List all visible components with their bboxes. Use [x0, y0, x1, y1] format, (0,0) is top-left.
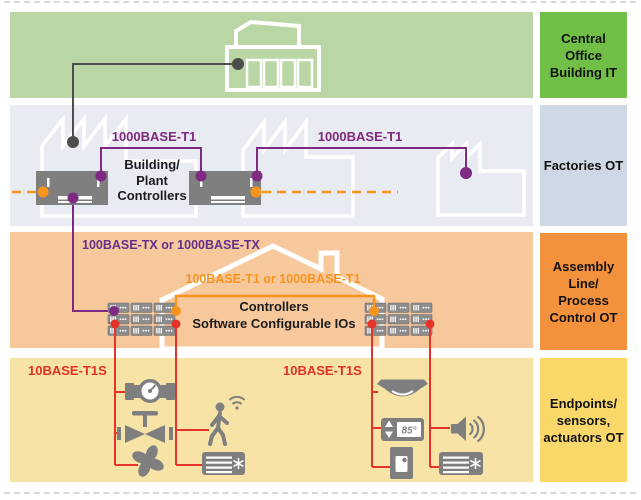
lane-label-endpoints: Endpoints/ sensors, actuators OT — [540, 358, 627, 482]
controllers-label: Controllers — [239, 299, 309, 314]
red-port-dot — [171, 319, 181, 329]
office-building-icon — [225, 19, 321, 92]
t1-link-left-line — [100, 147, 202, 176]
snowflake-icon — [233, 458, 244, 469]
fan-coil-icon-right — [439, 452, 483, 475]
factory-icon-left — [40, 113, 198, 218]
dark-node-dot — [67, 136, 79, 148]
purple-port-dot — [195, 170, 207, 182]
t1-link-right-line — [256, 147, 467, 176]
red-port-dot — [425, 319, 435, 329]
door-reader-icon — [390, 447, 413, 479]
purple-port-dot — [95, 170, 107, 182]
lane-label-assembly: Assembly Line/ Process Control OT — [540, 233, 627, 350]
link-label-1000base-t1-left: 1000BASE-T1 — [111, 129, 197, 144]
orange-port-dot — [369, 306, 379, 316]
software-ios-label: Software Configurable IOs — [192, 316, 356, 331]
controller-rack-left — [107, 302, 176, 336]
top-dashed-border — [4, 1, 636, 3]
orange-port-dot — [250, 186, 262, 198]
t1s-drop-lines — [114, 326, 450, 468]
factory-icon-middle — [241, 116, 355, 218]
smoke-detector-icon — [377, 379, 428, 397]
purple-port-dot — [67, 192, 79, 204]
motion-sensor-icon — [208, 395, 246, 446]
link-label-100base-tx: 100BASE-TX or 1000BASE-TX — [82, 238, 260, 252]
lane-it-band — [10, 12, 533, 98]
down-arrow-icon — [385, 431, 393, 438]
motion-waves-icon — [228, 395, 246, 410]
snowflake-icon — [470, 458, 481, 469]
link-label-1000base-t1-right: 1000BASE-T1 — [317, 129, 403, 144]
up-arrow-icon — [385, 420, 393, 427]
link-label-10base-t1s-right: 10BASE-T1S — [283, 363, 362, 378]
thermostat-display-value: 85° — [401, 426, 417, 437]
speaker-icon — [451, 415, 485, 443]
fan-icon — [132, 445, 164, 477]
tx-backbone-line — [72, 198, 114, 312]
lane-assembly-band — [10, 232, 533, 348]
dark-node-dot — [232, 58, 244, 70]
red-port-dot — [110, 319, 120, 329]
link-label-10base-t1s-left: 10BASE-T1S — [28, 363, 107, 378]
t1-house-bus-line — [174, 294, 376, 311]
fan-coil-icon — [202, 452, 245, 475]
bottom-dashed-border — [4, 492, 636, 494]
purple-port-dot — [251, 170, 263, 182]
lane-label-it: Central Office Building IT — [540, 12, 627, 98]
valve-icon — [117, 411, 173, 443]
flow-meter-icon — [125, 379, 175, 403]
network-node-dots — [37, 58, 472, 329]
purple-port-dot — [109, 306, 119, 316]
house-outline — [159, 243, 385, 352]
link-label-100base-t1-house: 100BASE-T1 or 1000BASE-T1 — [185, 272, 361, 286]
it-uplink-line — [72, 63, 238, 142]
orange-port-dot — [171, 306, 181, 316]
red-port-dot — [367, 319, 377, 329]
purple-port-dot — [460, 167, 472, 179]
lane-label-factories: Factories OT — [540, 105, 627, 226]
factory-icon-right — [436, 139, 526, 217]
orange-port-dot — [37, 186, 49, 198]
thermostat-icon: 85° — [381, 418, 424, 441]
plant-controllers-label: Building/ Plant Controllers — [117, 157, 187, 203]
lane-factories-band — [10, 105, 533, 226]
